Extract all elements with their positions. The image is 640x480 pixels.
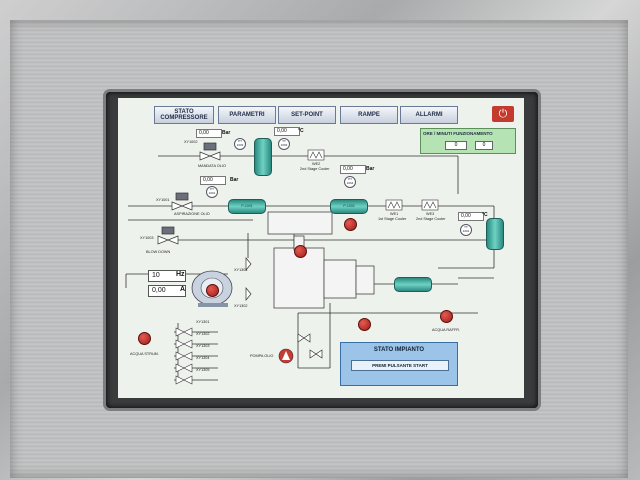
bank-tag-2: XY1302: [196, 332, 210, 336]
bank-tag-3: XY1303: [196, 344, 210, 348]
cooler-we3-tag: WE3: [426, 212, 435, 216]
temperature-unit-1: °C: [298, 128, 304, 134]
cooler-2nd-name: 2nd Stage Cooler: [300, 167, 330, 171]
pressure-unit-2: Bar: [230, 177, 239, 183]
pid-diagram: [125, 142, 498, 385]
cooler-we1-name: 1st Stage Cooler: [378, 217, 407, 221]
valve-a-tag: XY1301: [234, 268, 248, 272]
instrument-pt1003: PT 1003: [234, 138, 246, 150]
instrument-pt1001: PT 1001: [206, 186, 218, 198]
power-icon: ⏻: [498, 107, 508, 120]
temperature-unit-2: °C: [482, 212, 488, 218]
stato-impianto-panel: STATO IMPIANTO PREMI PULSANTE START: [340, 342, 458, 386]
power-button[interactable]: ⏻: [492, 106, 514, 122]
pressure-reading-1: 0,00: [196, 129, 222, 138]
acqua-raff-label: ACQUA RAFFR.: [432, 328, 461, 332]
pressure-reading-3: 0,00: [340, 165, 366, 174]
minutes-value: 0: [475, 141, 493, 150]
pressure-unit-3: Bar: [366, 166, 375, 172]
pressure-unit-1: Bar: [222, 130, 231, 136]
alarm-indicator: [138, 332, 151, 345]
tank-vertical-2: [486, 218, 504, 250]
tab-stato-compressore[interactable]: STATO COMPRESSORE: [154, 106, 214, 124]
tank-vertical-1: [254, 138, 272, 176]
valve-blow-tag: XY1003: [140, 236, 154, 240]
tab-parametri[interactable]: PARAMETRI: [218, 106, 276, 124]
hours-value: 0: [445, 141, 467, 150]
alarm-indicator: [440, 310, 453, 323]
hours-panel: ORE / MINUTI FUNZIONAMENTO 0 0: [420, 128, 516, 154]
cooler-we1-tag: WE1: [390, 212, 399, 216]
valve-b-tag: XY1302: [234, 304, 248, 308]
current-reading: 0,00: [148, 285, 186, 297]
alarm-indicator: [206, 284, 219, 297]
tank-p1002: P-1002: [330, 199, 368, 214]
valve-asp-name: ASPIRAZIONE OLIO: [174, 212, 210, 216]
tank-horizontal-3: [394, 277, 432, 292]
tab-set-point[interactable]: SET-POINT: [278, 106, 336, 124]
alarm-indicator: [358, 318, 371, 331]
alarm-indicator: [344, 218, 357, 231]
instrument-tt1003: TT 1003: [278, 138, 290, 150]
tank-p1001: P-1001: [228, 199, 266, 214]
frequency-unit: Hz: [176, 271, 185, 278]
bank-tag-5: XY1305: [196, 368, 210, 372]
pump-label: POMPA OLIO: [250, 354, 274, 358]
valve-blow-name: BLOW DOWN: [146, 250, 171, 254]
hours-title: ORE / MINUTI FUNZIONAMENTO: [423, 131, 493, 136]
valve-top-tag: XY1002: [184, 140, 198, 144]
temperature-reading-2: 0,00: [458, 212, 484, 221]
valve-top-name: MANDATA OLIO: [198, 164, 226, 168]
tab-allarmi[interactable]: ALLARMI: [400, 106, 458, 124]
instrument-tt1001: TT 1001: [460, 224, 472, 236]
acqua-strum-label: ACQUA STRUM.: [130, 352, 159, 356]
hmi-screen: STATO COMPRESSORE PARAMETRI SET-POINT RA…: [118, 98, 524, 398]
valve-asp-tag: XY1001: [156, 198, 170, 202]
bank-tag-4: XY1304: [196, 356, 210, 360]
pressure-reading-2: 0,00: [200, 176, 226, 185]
bank-tag-1: XY1301: [196, 320, 210, 324]
stato-impianto-title: STATO IMPIANTO: [373, 347, 425, 353]
temperature-reading-1: 0,00: [274, 127, 300, 136]
cooler-2nd-tag: WE2: [312, 162, 321, 166]
frequency-reading: 10: [148, 270, 186, 282]
stato-impianto-message: PREMI PULSANTE START: [351, 360, 449, 371]
current-unit: A: [180, 286, 186, 293]
tab-rampe[interactable]: RAMPE: [340, 106, 398, 124]
instrument-pt1004: PT 1004: [344, 176, 356, 188]
cooler-we3-name: 2nd Stage Cooler: [416, 217, 446, 221]
alarm-indicator: [294, 245, 307, 258]
